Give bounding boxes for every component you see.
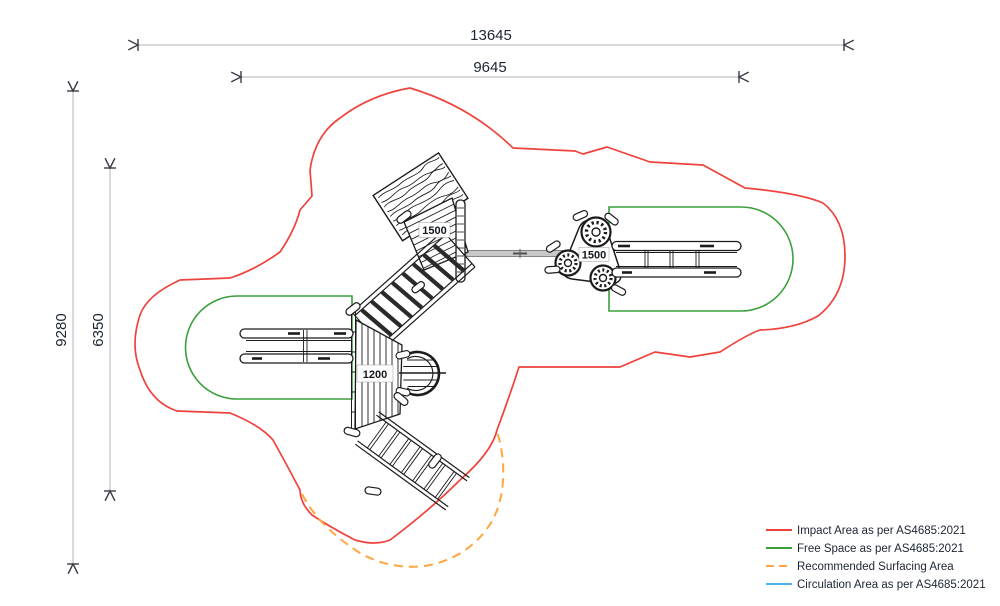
impact-area-outline [134, 87, 846, 544]
legend-label-impact-area: Impact Area as per AS4685:2021 [797, 525, 966, 537]
legend: Impact Area as per AS4685:2021 Free Spac… [766, 525, 986, 591]
spinner-wheel [554, 249, 582, 277]
legend-row-free-space: Free Space as per AS4685:2021 [766, 543, 964, 555]
legend-row-impact-area: Impact Area as per AS4685:2021 [766, 525, 966, 537]
ramp-right [611, 240, 742, 278]
svg-text:1500: 1500 [582, 250, 606, 262]
bridge-ladder [351, 230, 476, 349]
legend-label-free-space: Free Space as per AS4685:2021 [797, 543, 964, 555]
spinner-platform-label: 1500 [578, 247, 610, 262]
legend-row-surfacing: Recommended Surfacing Area [766, 561, 954, 573]
svg-text:1500: 1500 [422, 225, 446, 237]
basket-spinner [395, 350, 446, 397]
dimension-top-inner: 9645 [230, 59, 750, 83]
legend-row-circulation: Circulation Area as per AS4685:2021 [766, 579, 986, 591]
legend-label-surfacing: Recommended Surfacing Area [797, 561, 954, 573]
posts [343, 210, 442, 496]
dim-label-left-outer: 9280 [53, 313, 70, 346]
free-space-left-outline [184, 295, 353, 400]
legend-label-circulation: Circulation Area as per AS4685:2021 [797, 579, 986, 591]
free-space-right-outline [608, 206, 794, 312]
main-deck-label: 1200 [356, 364, 394, 383]
spinner-wheel [589, 264, 617, 292]
spinner-wheel [580, 216, 612, 248]
dim-label-top-outer: 13645 [470, 27, 512, 44]
surfacing-area-outline [301, 431, 505, 568]
dimension-left-outer: 9280 [53, 80, 79, 575]
svg-text:1200: 1200 [363, 369, 387, 381]
dimension-top-outer: 13645 [127, 27, 855, 51]
slide-left [239, 328, 354, 364]
dim-label-top-inner: 9645 [473, 59, 506, 76]
stairs [354, 411, 470, 511]
upper-platform-label: 1500 [418, 222, 451, 238]
dimension-left-inner: 6350 [90, 157, 116, 502]
dim-label-left-inner: 6350 [90, 313, 107, 346]
